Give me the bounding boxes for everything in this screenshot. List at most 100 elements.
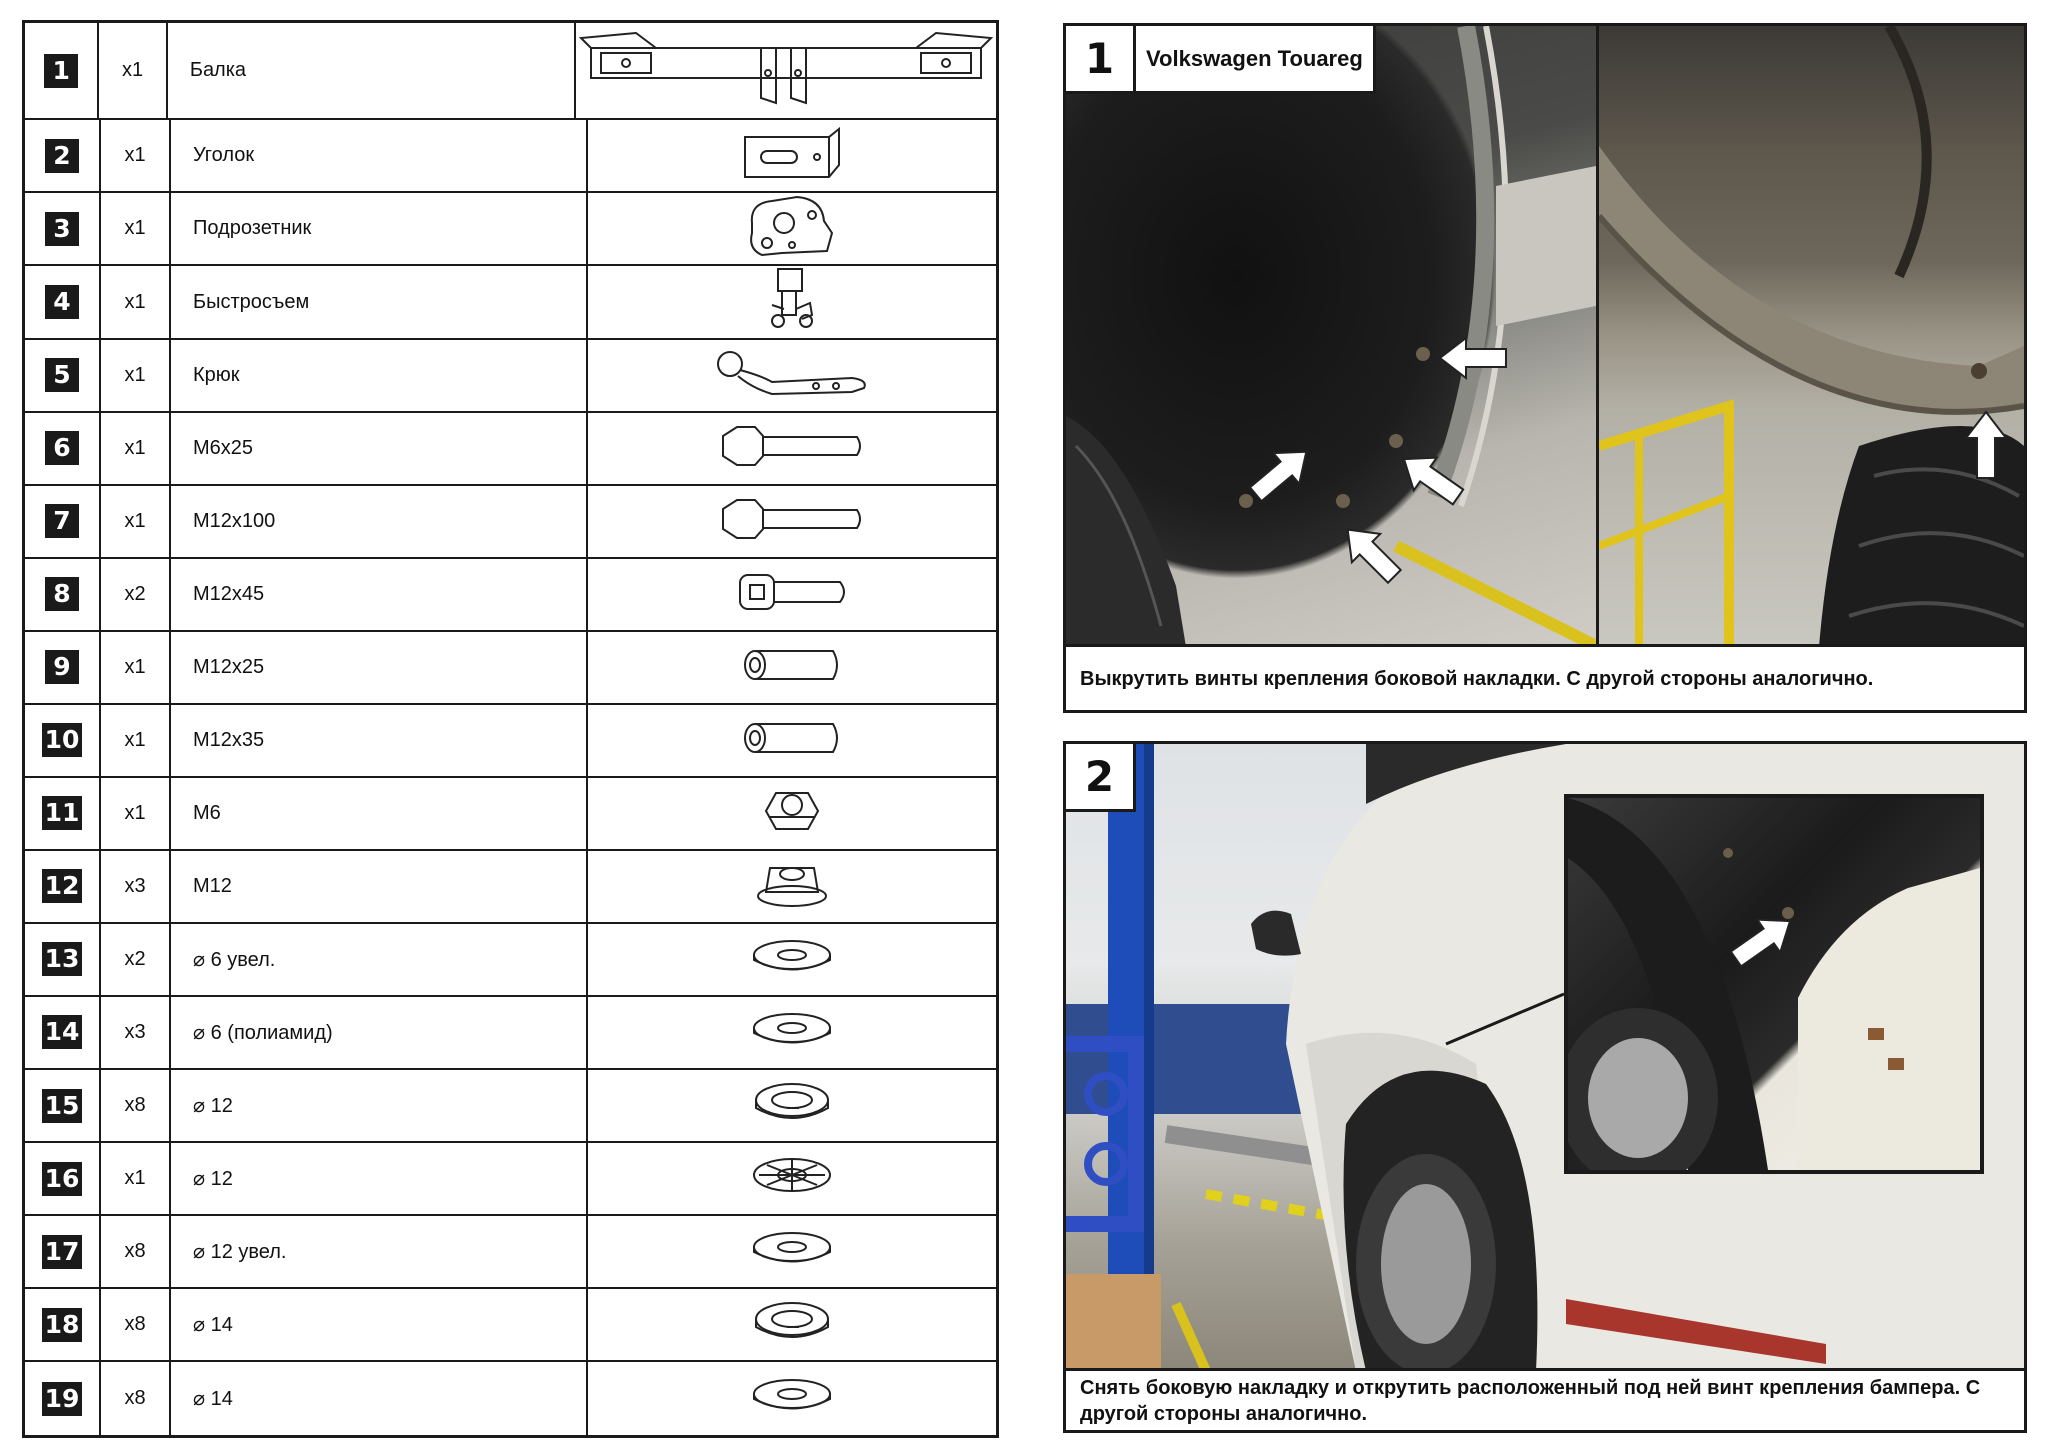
sleeve-icon [737, 645, 847, 690]
wheel-arch-illustration [1066, 26, 1596, 647]
part-number-cell: 4 [25, 266, 101, 338]
part-number-cell: 8 [25, 558, 101, 630]
part-illustration-cell [588, 486, 996, 557]
part-illustration-cell [588, 266, 996, 338]
part-name: ⌀ 14 [171, 1362, 588, 1436]
part-number: 5 [45, 358, 79, 393]
part-number-cell: 11 [25, 777, 101, 849]
part-number: 12 [41, 869, 83, 904]
part-name: Подрозетник [171, 193, 588, 265]
part-illustration-cell [588, 924, 996, 995]
part-name: M6 [171, 777, 588, 849]
part-name: ⌀ 12 [171, 1070, 588, 1142]
part-quantity: x3 [101, 996, 171, 1068]
part-quantity: x1 [99, 23, 168, 119]
part-illustration-cell [588, 997, 996, 1068]
part-illustration-cell [588, 705, 996, 776]
step-number: 1 [1066, 26, 1136, 94]
part-illustration-cell [588, 193, 996, 264]
photo-divider [1596, 26, 1599, 647]
part-quantity: x1 [101, 485, 171, 557]
part-quantity: x3 [101, 850, 171, 922]
sleeve-icon [737, 718, 847, 763]
part-name: M12x100 [171, 485, 588, 557]
part-illustration-cell [588, 1070, 996, 1141]
washer-icon [747, 1229, 837, 1274]
part-number-cell: 15 [25, 1070, 101, 1142]
part-number-cell: 3 [25, 193, 101, 265]
part-quantity: x1 [101, 193, 171, 265]
part-number-cell: 18 [25, 1289, 101, 1361]
part-number: 4 [45, 285, 79, 320]
step-number: 2 [1066, 744, 1136, 812]
washer-icon [747, 1010, 837, 1055]
quick-release-icon [762, 265, 822, 340]
part-name: M6x25 [171, 412, 588, 484]
part-number: 13 [41, 942, 83, 977]
flange-nut-icon [752, 856, 832, 917]
bolt-icon [717, 494, 867, 549]
bumper-underside-photo [1599, 26, 2024, 647]
part-illustration-cell [588, 1216, 996, 1287]
fender-detail-illustration [1568, 798, 1980, 1170]
part-number-cell: 17 [25, 1216, 101, 1288]
part-name: ⌀ 12 увел. [171, 1216, 588, 1288]
socket-plate-icon [742, 193, 842, 264]
part-number: 9 [45, 650, 79, 685]
part-illustration-cell [588, 340, 996, 411]
part-number-cell: 2 [25, 120, 101, 192]
part-illustration-cell [588, 413, 996, 484]
washer-icon [747, 1376, 837, 1421]
part-name: Быстросъем [171, 266, 588, 338]
part-number: 14 [41, 1015, 83, 1050]
wheel-arch-photo [1066, 26, 1596, 647]
part-number: 2 [45, 138, 79, 173]
part-number: 18 [41, 1307, 83, 1342]
step-1-panel: 1 Volkswagen Touareg Выкрутить винты кре… [1063, 23, 2027, 713]
part-name: M12x35 [171, 704, 588, 776]
part-quantity: x1 [101, 266, 171, 338]
part-number-cell: 13 [25, 923, 101, 995]
part-number: 6 [45, 431, 79, 466]
part-illustration-cell [588, 1289, 996, 1360]
part-name: M12 [171, 850, 588, 922]
pointer-arrow-icon [1331, 513, 1412, 594]
part-quantity: x8 [101, 1289, 171, 1361]
spring-washer-icon [747, 1078, 837, 1133]
part-illustration-cell [588, 559, 996, 630]
beam-icon [576, 28, 996, 113]
part-name: Крюк [171, 339, 588, 411]
pointer-arrow-icon [1963, 410, 2009, 480]
bolt-icon [717, 421, 867, 476]
part-quantity: x1 [101, 1143, 171, 1215]
part-number: 10 [41, 723, 83, 758]
part-number-cell: 6 [25, 412, 101, 484]
step-caption: Снять боковую накладку и открутить распо… [1066, 1368, 2024, 1430]
part-quantity: x2 [101, 558, 171, 630]
part-name: Балка [168, 23, 576, 119]
nut-icon [762, 785, 822, 842]
angle-bracket-icon [737, 125, 847, 186]
part-illustration-cell [588, 1143, 996, 1214]
part-number-cell: 7 [25, 485, 101, 557]
part-name: ⌀ 12 [171, 1143, 588, 1215]
part-number: 17 [41, 1234, 83, 1269]
part-quantity: x1 [101, 777, 171, 849]
part-name: ⌀ 14 [171, 1289, 588, 1361]
part-quantity: x1 [101, 631, 171, 703]
step-caption: Выкрутить винты крепления боковой наклад… [1066, 644, 2024, 710]
part-quantity: x8 [101, 1362, 171, 1436]
detail-inset-photo [1564, 794, 1984, 1174]
tow-hook-icon [712, 348, 872, 403]
